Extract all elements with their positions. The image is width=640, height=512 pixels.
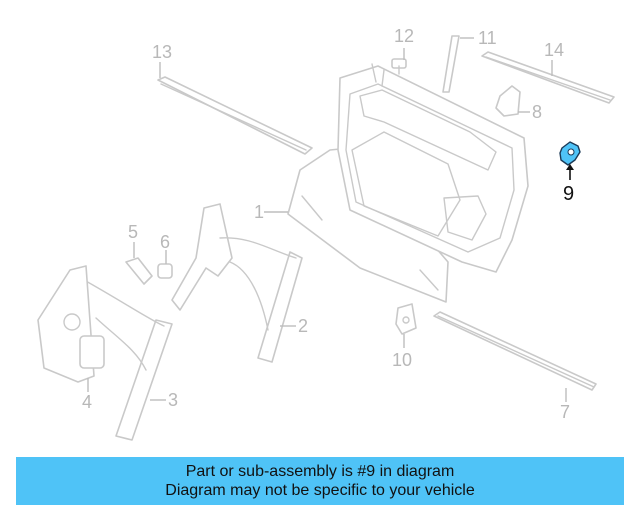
part-7-rod — [433, 311, 597, 391]
part-4-motor — [37, 265, 105, 383]
banner-line-1: Part or sub-assembly is #9 in diagram — [185, 463, 455, 480]
part-2-regulator — [171, 203, 303, 363]
callout-labels: 13 12 11 14 8 9 1 5 6 2 10 7 3 4 — [82, 26, 574, 422]
callout-6[interactable]: 6 — [160, 232, 170, 252]
info-banner: Part or sub-assembly is #9 in diagram Di… — [16, 457, 624, 505]
callout-8[interactable]: 8 — [532, 102, 542, 122]
callout-3[interactable]: 3 — [168, 390, 178, 410]
part-5-bolt — [125, 257, 153, 285]
part-13-channel — [157, 76, 313, 155]
part-11-pin — [442, 35, 460, 93]
banner-line-2: Diagram may not be specific to your vehi… — [165, 482, 475, 499]
part-6-nut — [157, 263, 173, 279]
callout-5[interactable]: 5 — [128, 222, 138, 242]
part-10-clip — [395, 303, 417, 335]
callout-10[interactable]: 10 — [392, 350, 412, 370]
door-frame — [337, 63, 529, 273]
callout-13[interactable]: 13 — [152, 42, 172, 62]
part-3-regulator — [83, 279, 173, 441]
callout-4[interactable]: 4 — [82, 392, 92, 412]
callout-1[interactable]: 1 — [254, 202, 264, 222]
part-9-highlighted[interactable] — [559, 141, 581, 166]
leader-lines — [87, 37, 574, 402]
parts-diagram: 13 12 11 14 8 9 1 5 6 2 10 7 3 4 — [37, 26, 615, 441]
callout-7[interactable]: 7 — [560, 402, 570, 422]
callout-2[interactable]: 2 — [298, 316, 308, 336]
callout-11[interactable]: 11 — [478, 28, 497, 48]
part-12-screw — [391, 58, 407, 75]
callout-12[interactable]: 12 — [394, 26, 414, 46]
part-14-strip — [481, 51, 615, 104]
part-8-bracket — [495, 85, 521, 117]
callout-9[interactable]: 9 — [563, 183, 574, 205]
callout-14[interactable]: 14 — [544, 40, 564, 60]
